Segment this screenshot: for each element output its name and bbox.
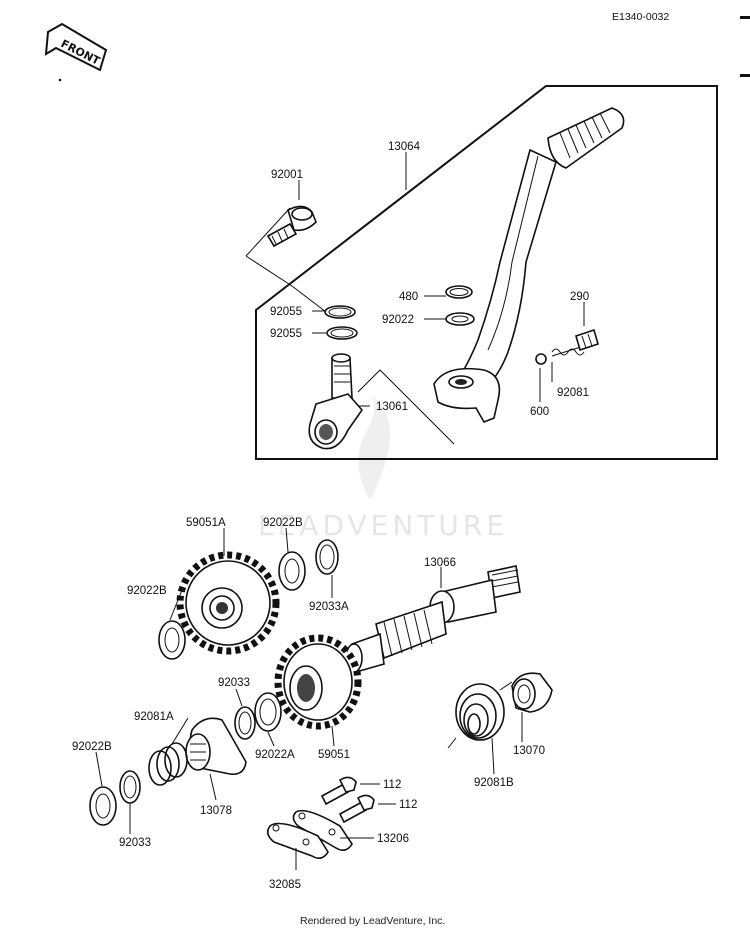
watermark: LEADVENTURE — [258, 395, 508, 542]
callout-13066: 13066 — [424, 557, 456, 569]
circlip-480 — [445, 285, 473, 299]
diagram-code: E1340-0032 — [612, 11, 669, 23]
watermark-text: LEADVENTURE — [258, 509, 508, 542]
circlip-92033-mid — [234, 706, 256, 740]
cap-290 — [575, 328, 599, 352]
callout-112-upper: 112 — [383, 779, 401, 791]
leader-lines — [95, 152, 585, 870]
callout-92081A: 92081A — [134, 711, 174, 723]
callout-480: 480 — [399, 291, 418, 303]
spring-92081A — [148, 742, 188, 786]
bolt-112-lower — [338, 794, 375, 824]
gear-59051A — [176, 551, 280, 655]
front-arrow-icon: FRONT — [44, 22, 108, 82]
callout-92081B: 92081B — [474, 777, 514, 789]
washer-92022A — [254, 692, 282, 732]
callout-92022A: 92022A — [255, 749, 295, 761]
callout-92055-upper: 92055 — [270, 306, 302, 318]
callout-13070: 13070 — [513, 745, 545, 757]
callout-13064: 13064 — [388, 141, 421, 153]
callout-92022B-left: 92022B — [127, 585, 167, 597]
callout-92022B-top: 92022B — [263, 517, 303, 529]
ratchet-13078 — [185, 717, 247, 776]
callout-92022: 92022 — [382, 314, 414, 326]
circlip-92055-upper — [324, 305, 356, 319]
callout-92081: 92081 — [557, 387, 589, 399]
callout-59051A: 59051A — [186, 517, 226, 529]
page-edge-mark-bottom — [740, 74, 750, 77]
page-edge-mark-top — [740, 16, 750, 19]
callout-13078: 13078 — [200, 805, 232, 817]
kick-lever-assembly-outline — [255, 85, 718, 460]
part-callouts: 13064 92001 480 290 92022 92055 92055 13… — [72, 141, 589, 891]
plate-13206 — [292, 809, 353, 852]
callout-92033A: 92033A — [309, 601, 349, 613]
callout-92055-lower: 92055 — [270, 328, 302, 340]
washer-92022B-top — [278, 551, 306, 591]
kick-pedal-lever — [433, 107, 625, 424]
callout-13206: 13206 — [377, 833, 409, 845]
kick-shaft-13061 — [308, 353, 364, 450]
callout-13061: 13061 — [376, 401, 408, 413]
spring-92081B — [447, 681, 513, 749]
callout-92033-low: 92033 — [119, 837, 151, 849]
callout-92033-mid: 92033 — [218, 677, 250, 689]
plate-32085 — [266, 822, 329, 860]
washer-92022B-left — [158, 620, 186, 660]
callout-92022B-low: 92022B — [72, 741, 112, 753]
washer-92022 — [445, 312, 475, 326]
bolt-92001 — [266, 205, 317, 248]
ball-600 — [535, 353, 547, 365]
footer-credit: Rendered by LeadVenture, Inc. — [300, 915, 445, 927]
gear-59051 — [274, 634, 362, 730]
circlip-92033-low — [119, 770, 141, 804]
guide-13070 — [511, 672, 553, 713]
circlip-92055-lower — [326, 326, 358, 340]
circlip-92033A — [315, 539, 339, 575]
callout-290: 290 — [570, 291, 589, 303]
callout-112-lower: 112 — [399, 799, 417, 811]
bolt-112-upper — [320, 776, 357, 806]
callout-600: 600 — [530, 406, 549, 418]
callout-92001: 92001 — [271, 169, 303, 181]
callout-32085: 32085 — [269, 879, 301, 891]
washer-92022B-low — [89, 786, 117, 826]
callout-59051: 59051 — [318, 749, 350, 761]
kick-shaft-13066 — [345, 565, 521, 674]
